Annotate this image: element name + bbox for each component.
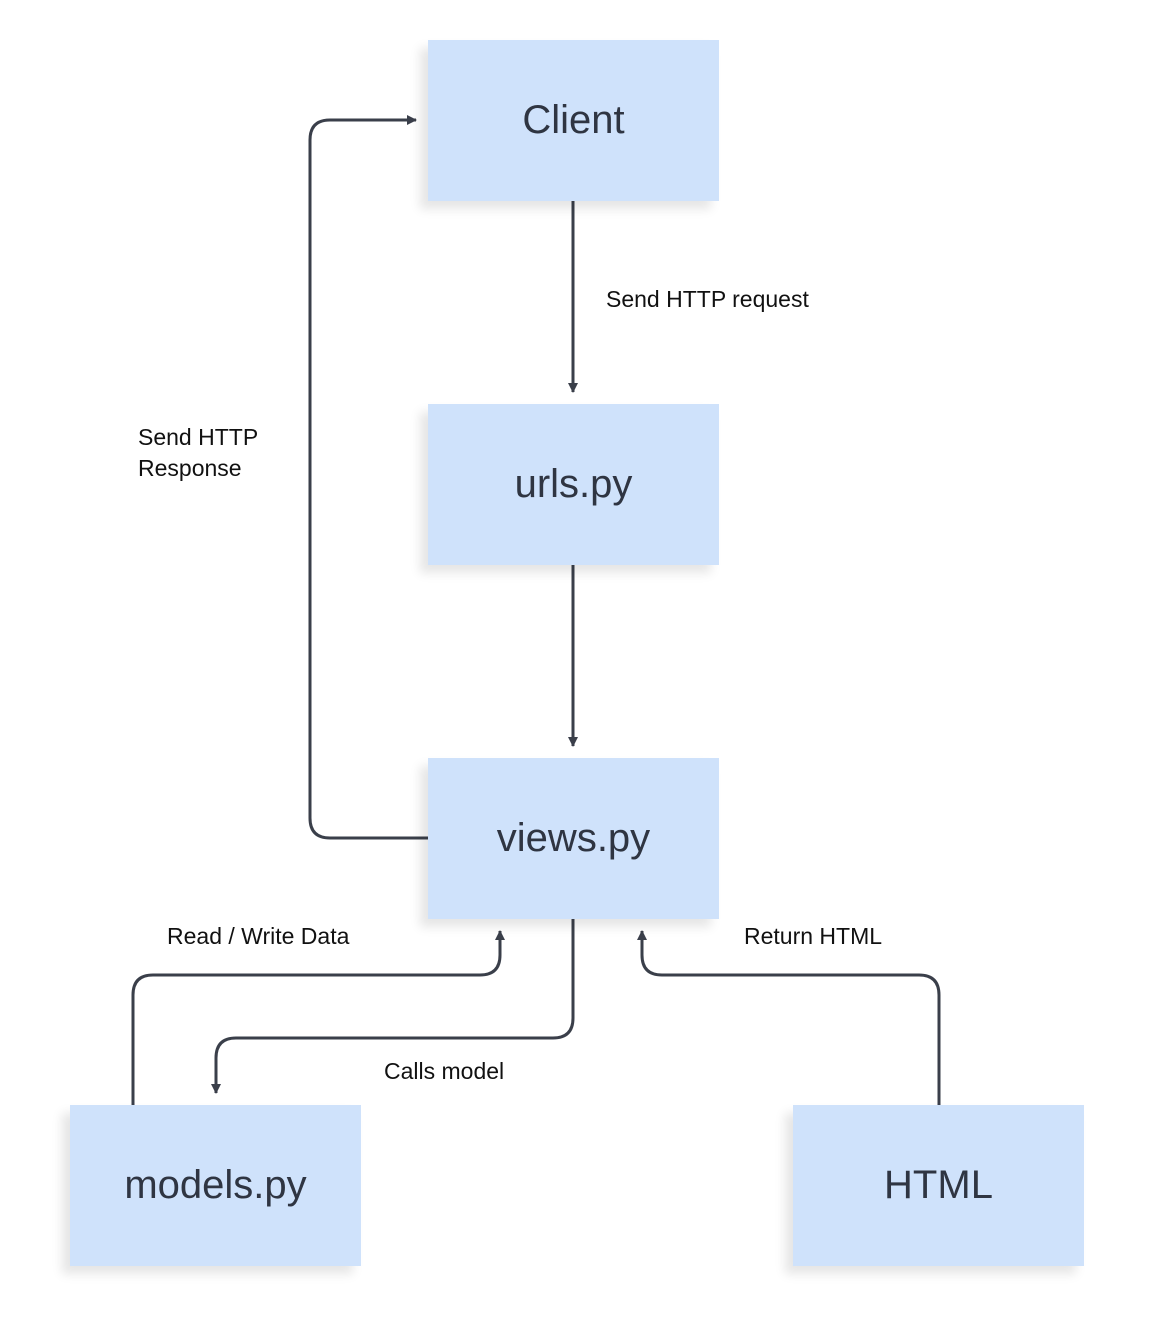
models-node-label: models.py bbox=[124, 1163, 307, 1207]
client-node-label: Client bbox=[522, 98, 625, 142]
send-response-label-line1: Send HTTP bbox=[138, 424, 259, 450]
urls-node-label: urls.py bbox=[514, 462, 633, 506]
edge-views-to-client bbox=[308, 115, 428, 840]
return-html-label: Return HTML bbox=[744, 923, 883, 949]
client-node: Client bbox=[428, 40, 719, 201]
html-node: HTML bbox=[793, 1105, 1084, 1266]
send-response-label: Send HTTP Response bbox=[138, 422, 258, 484]
send-response-label-line2: Response bbox=[138, 455, 242, 481]
models-node: models.py bbox=[70, 1105, 361, 1266]
html-node-label: HTML bbox=[884, 1163, 993, 1207]
calls-model-label: Calls model bbox=[384, 1058, 505, 1084]
edge-views-to-models bbox=[211, 919, 575, 1094]
views-node: views.py bbox=[428, 758, 719, 919]
urls-node: urls.py bbox=[428, 404, 719, 565]
views-node-label: views.py bbox=[496, 816, 651, 860]
read-write-label: Read / Write Data bbox=[167, 923, 350, 949]
edge-html-to-views bbox=[637, 930, 941, 1105]
edge-models-to-views bbox=[131, 930, 505, 1105]
send-request-label: Send HTTP request bbox=[606, 286, 809, 312]
